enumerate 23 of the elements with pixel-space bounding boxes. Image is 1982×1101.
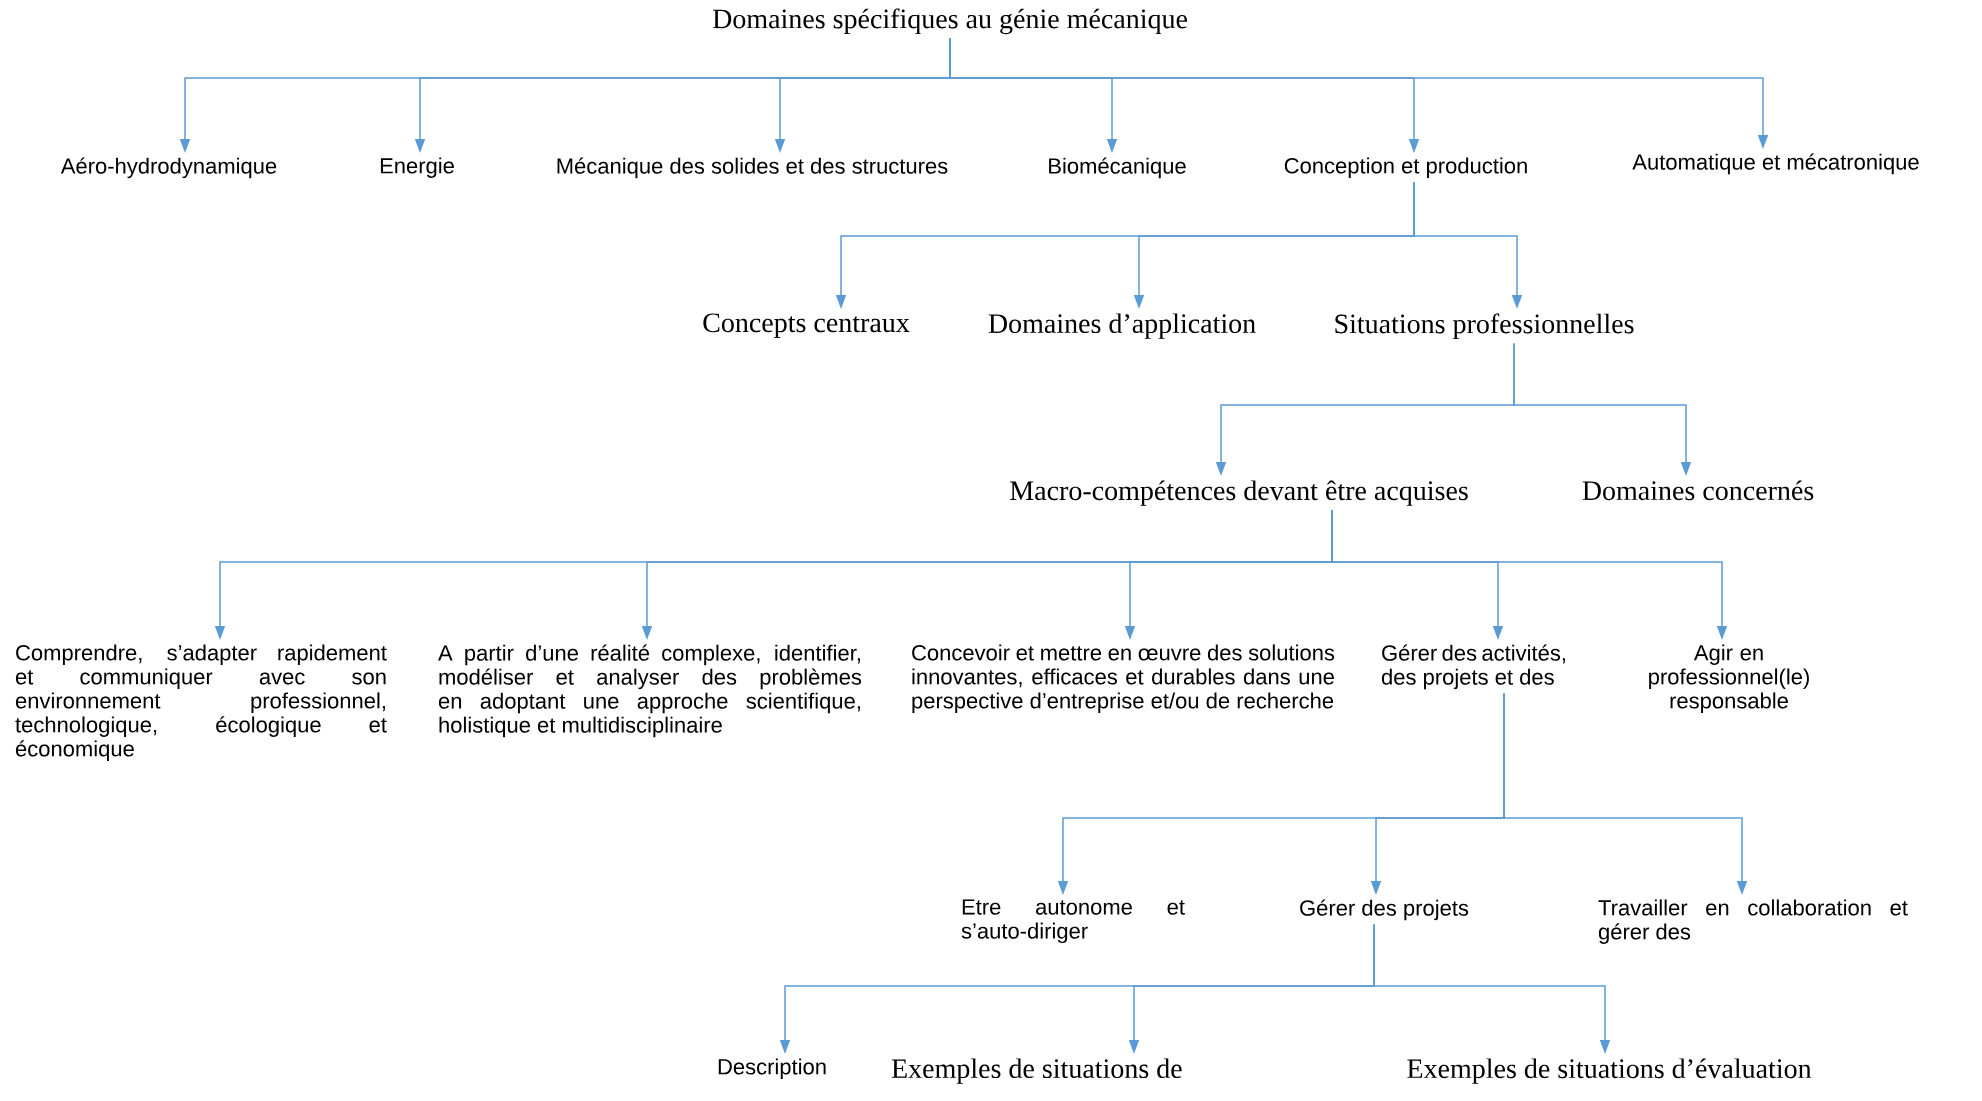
paragraph-text: Comprendre, s’adapter rapidement et communiquer avec son environnement professionnel, technologique, écologique et économique <box>15 644 387 761</box>
category-label: Biomécanique <box>1049 157 1186 179</box>
paragraph-text: Travailler en collaboration et gérer des <box>1598 899 1908 944</box>
paragraph-text: Gérer des activités, des projets et des <box>1381 644 1565 690</box>
category-label: Aéro-hydrodynamique <box>60 157 277 179</box>
paragraph-text: Agir en professionnel(le) responsable <box>1649 644 1809 713</box>
category-label: Gérer des projets <box>1300 899 1469 921</box>
category-label: Concepts centraux <box>703 313 910 338</box>
category-label: Macro-compétences devant être acquises <box>1010 480 1468 506</box>
category-label: Description <box>718 1058 826 1079</box>
category-label: Conception et production <box>1284 157 1527 178</box>
category-label: Domaines d’application <box>988 313 1256 339</box>
category-label: Automatique et mécatronique <box>1632 153 1919 175</box>
paragraph-text: Etre autonome et s’auto-diriger <box>961 899 1185 944</box>
category-label: Energie <box>380 157 454 178</box>
category-label: Exemples de situations d’évaluation <box>1407 1058 1812 1084</box>
category-label: Situations professionnelles <box>1335 313 1634 340</box>
paragraph-text: Concevoir et mettre en œuvre des solutions innovantes, efficaces et durables dans une perspective d’entreprise et/ou de recherche <box>912 644 1335 713</box>
category-label: Domaines concernés <box>1582 480 1814 501</box>
paragraph-text: Exemples de situations de <box>891 1058 1182 1084</box>
root-label: Domaines spécifiques au génie mécanique <box>712 8 1187 35</box>
paragraph-text: A partir d’une réalité complexe, identifier, modéliser et analyser des problèmes en adoptant une approche scientifique, holistique et multidisciplinaire <box>438 644 862 738</box>
category-label: Mécanique des solides et des structures <box>557 157 948 179</box>
